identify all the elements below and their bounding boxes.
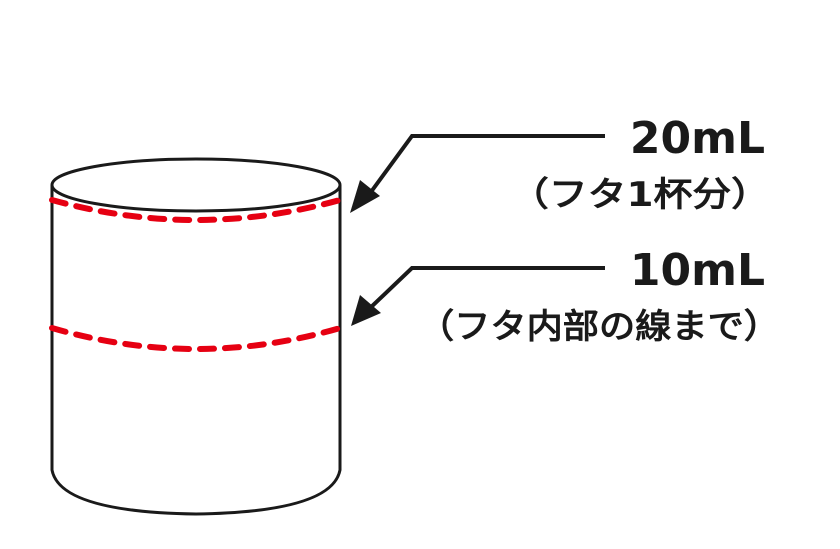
cap-body-outline (50, 185, 342, 516)
fill-line-20ml (49, 197, 343, 223)
fill-line-10ml (49, 325, 343, 352)
cap-rim (50, 157, 342, 213)
volume-label-10ml: 10mL (630, 245, 765, 296)
measuring-cap (50, 157, 342, 516)
volume-label-20ml: 20mL (630, 113, 765, 164)
note-label-10ml: （フタ内部の線まで） (418, 307, 780, 347)
arrow-20ml (350, 134, 605, 213)
note-label-20ml: （フタ1杯分） (510, 175, 770, 215)
arrow-10ml (351, 266, 605, 326)
